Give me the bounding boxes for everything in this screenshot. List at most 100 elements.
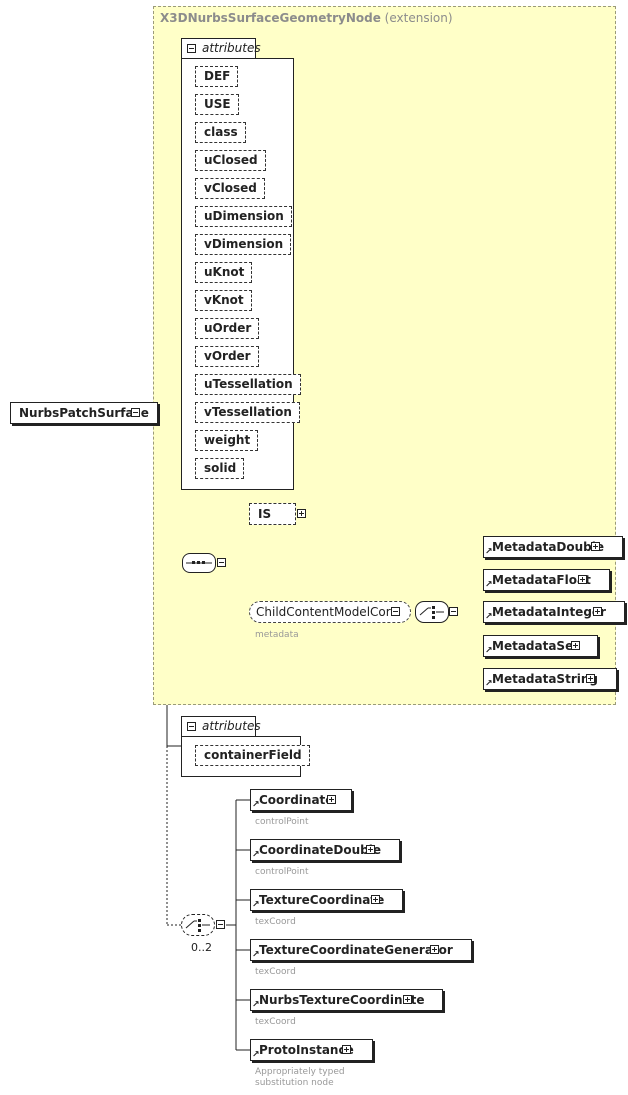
expand-toggle-icon[interactable] — [593, 607, 602, 616]
attribute-item[interactable]: vDimension — [195, 234, 292, 255]
element-label: NurbsTextureCoordinate — [259, 993, 425, 1007]
metadata-integer-element[interactable]: ↗ MetadataInteger — [483, 601, 625, 623]
sequence-compositor — [182, 553, 216, 573]
collapse-toggle-icon[interactable] — [391, 607, 400, 616]
is-element-label: IS — [258, 507, 272, 521]
attribute-label: vDimension — [204, 237, 284, 251]
reference-arrow-icon: ↗ — [485, 612, 493, 622]
reference-arrow-icon: ↗ — [252, 950, 260, 960]
choice-icon — [419, 606, 444, 619]
attribute-label: DEF — [204, 69, 231, 83]
sequence-icon — [186, 561, 212, 564]
reference-arrow-icon: ↗ — [252, 1000, 260, 1010]
texture-coordinate-element[interactable]: ↗ TextureCoordinate — [250, 889, 404, 911]
element-label: MetadataFloat — [492, 573, 591, 587]
attribute-label: uKnot — [204, 265, 245, 279]
extension-suffix: (extension) — [384, 11, 453, 25]
root-element[interactable]: NurbsPatchSurface — [10, 402, 158, 424]
attributes-tab-label: attributes — [202, 41, 261, 55]
coordinate-double-element[interactable]: ↗ CoordinateDouble — [250, 839, 401, 861]
expand-toggle-icon[interactable] — [371, 895, 380, 904]
choice-icon — [185, 919, 210, 932]
texture-coordinate-generator-element[interactable]: ↗ TextureCoordinateGenerator — [250, 939, 472, 961]
attribute-item[interactable]: solid — [195, 458, 245, 479]
collapse-toggle-icon[interactable] — [187, 722, 196, 731]
attribute-label: uTessellation — [204, 377, 293, 391]
reference-arrow-icon: ↗ — [485, 646, 493, 656]
element-label: MetadataDouble — [492, 540, 605, 554]
element-note: texCoord — [255, 967, 296, 977]
is-element[interactable]: IS — [249, 503, 297, 525]
attribute-item[interactable]: class — [195, 122, 246, 143]
expand-toggle-icon[interactable] — [366, 845, 375, 854]
group-note: metadata — [255, 630, 299, 640]
element-note: texCoord — [255, 917, 296, 927]
expand-toggle-icon[interactable] — [297, 509, 306, 518]
reference-arrow-icon: ↗ — [252, 1050, 260, 1060]
reference-arrow-icon: ↗ — [485, 679, 493, 689]
expand-toggle-icon[interactable] — [578, 575, 587, 584]
attribute-item[interactable]: DEF — [195, 66, 239, 87]
element-note: texCoord — [255, 1017, 296, 1027]
expand-toggle-icon[interactable] — [403, 995, 412, 1004]
extension-base-name: X3DNurbsSurfaceGeometryNode — [160, 11, 381, 25]
attribute-item[interactable]: uTessellation — [195, 374, 301, 395]
attribute-item[interactable]: vClosed — [195, 178, 265, 199]
own-attributes-tab[interactable]: attributes — [181, 716, 261, 737]
attribute-label: class — [204, 125, 238, 139]
collapse-toggle-icon[interactable] — [216, 920, 225, 929]
collapse-toggle-icon[interactable] — [217, 558, 226, 567]
reference-arrow-icon: ↗ — [252, 850, 260, 860]
reference-arrow-icon: ↗ — [252, 900, 260, 910]
expand-toggle-icon[interactable] — [327, 795, 336, 804]
attribute-item[interactable]: vOrder — [195, 346, 259, 367]
element-label: TextureCoordinate — [259, 893, 385, 907]
attribute-label: containerField — [204, 748, 302, 762]
attribute-item[interactable]: USE — [195, 94, 239, 115]
expand-toggle-icon[interactable] — [586, 674, 595, 683]
element-note: Appropriately typed substitution node — [255, 1067, 345, 1088]
nurbs-texture-coordinate-element[interactable]: ↗ NurbsTextureCoordinate — [250, 989, 444, 1011]
choice-compositor-optional — [181, 914, 215, 936]
attribute-item[interactable]: uClosed — [195, 150, 266, 171]
attribute-item[interactable]: uKnot — [195, 262, 253, 283]
child-content-model-group[interactable]: ChildContentModelCore — [249, 601, 411, 623]
element-note: controlPoint — [255, 817, 309, 827]
element-label: MetadataInteger — [492, 605, 606, 619]
collapse-toggle-icon[interactable] — [449, 607, 458, 616]
attribute-item[interactable]: vTessellation — [195, 402, 300, 423]
extension-title: X3DNurbsSurfaceGeometryNode (extension) — [160, 11, 453, 25]
root-element-label: NurbsPatchSurface — [19, 406, 149, 420]
element-label: ProtoInstance — [259, 1043, 354, 1057]
element-note: controlPoint — [255, 867, 309, 877]
attribute-item[interactable]: uOrder — [195, 318, 260, 339]
element-label: MetadataString — [492, 672, 598, 686]
attribute-item[interactable]: containerField — [195, 745, 310, 766]
proto-instance-element[interactable]: ↗ ProtoInstance — [250, 1039, 373, 1061]
attribute-item[interactable]: weight — [195, 430, 259, 451]
attribute-item[interactable]: vKnot — [195, 290, 252, 311]
metadata-double-element[interactable]: ↗ MetadataDouble — [483, 536, 624, 558]
element-label: CoordinateDouble — [259, 843, 382, 857]
attributes-tab-label: attributes — [202, 719, 261, 733]
attribute-label: uOrder — [204, 321, 252, 335]
attribute-label: uClosed — [204, 153, 258, 167]
metadata-string-element[interactable]: ↗ MetadataString — [483, 668, 617, 690]
collapse-toggle-icon[interactable] — [131, 408, 140, 417]
expand-toggle-icon[interactable] — [430, 945, 439, 954]
cardinality-label: 0..2 — [191, 941, 212, 954]
element-label: TextureCoordinateGenerator — [259, 943, 453, 957]
coordinate-element[interactable]: ↗ Coordinate — [250, 789, 353, 811]
expand-toggle-icon[interactable] — [591, 542, 600, 551]
collapse-toggle-icon[interactable] — [187, 44, 196, 53]
reference-arrow-icon: ↗ — [485, 547, 493, 557]
choice-compositor — [415, 601, 449, 623]
metadata-float-element[interactable]: ↗ MetadataFloat — [483, 569, 610, 591]
metadata-set-element[interactable]: ↗ MetadataSet — [483, 635, 598, 657]
attribute-item[interactable]: uDimension — [195, 206, 292, 227]
expand-toggle-icon[interactable] — [342, 1045, 351, 1054]
attribute-label: weight — [204, 433, 251, 447]
expand-toggle-icon[interactable] — [571, 641, 580, 650]
attributes-tab[interactable]: attributes — [181, 38, 261, 59]
group-label: ChildContentModelCore — [256, 605, 398, 619]
